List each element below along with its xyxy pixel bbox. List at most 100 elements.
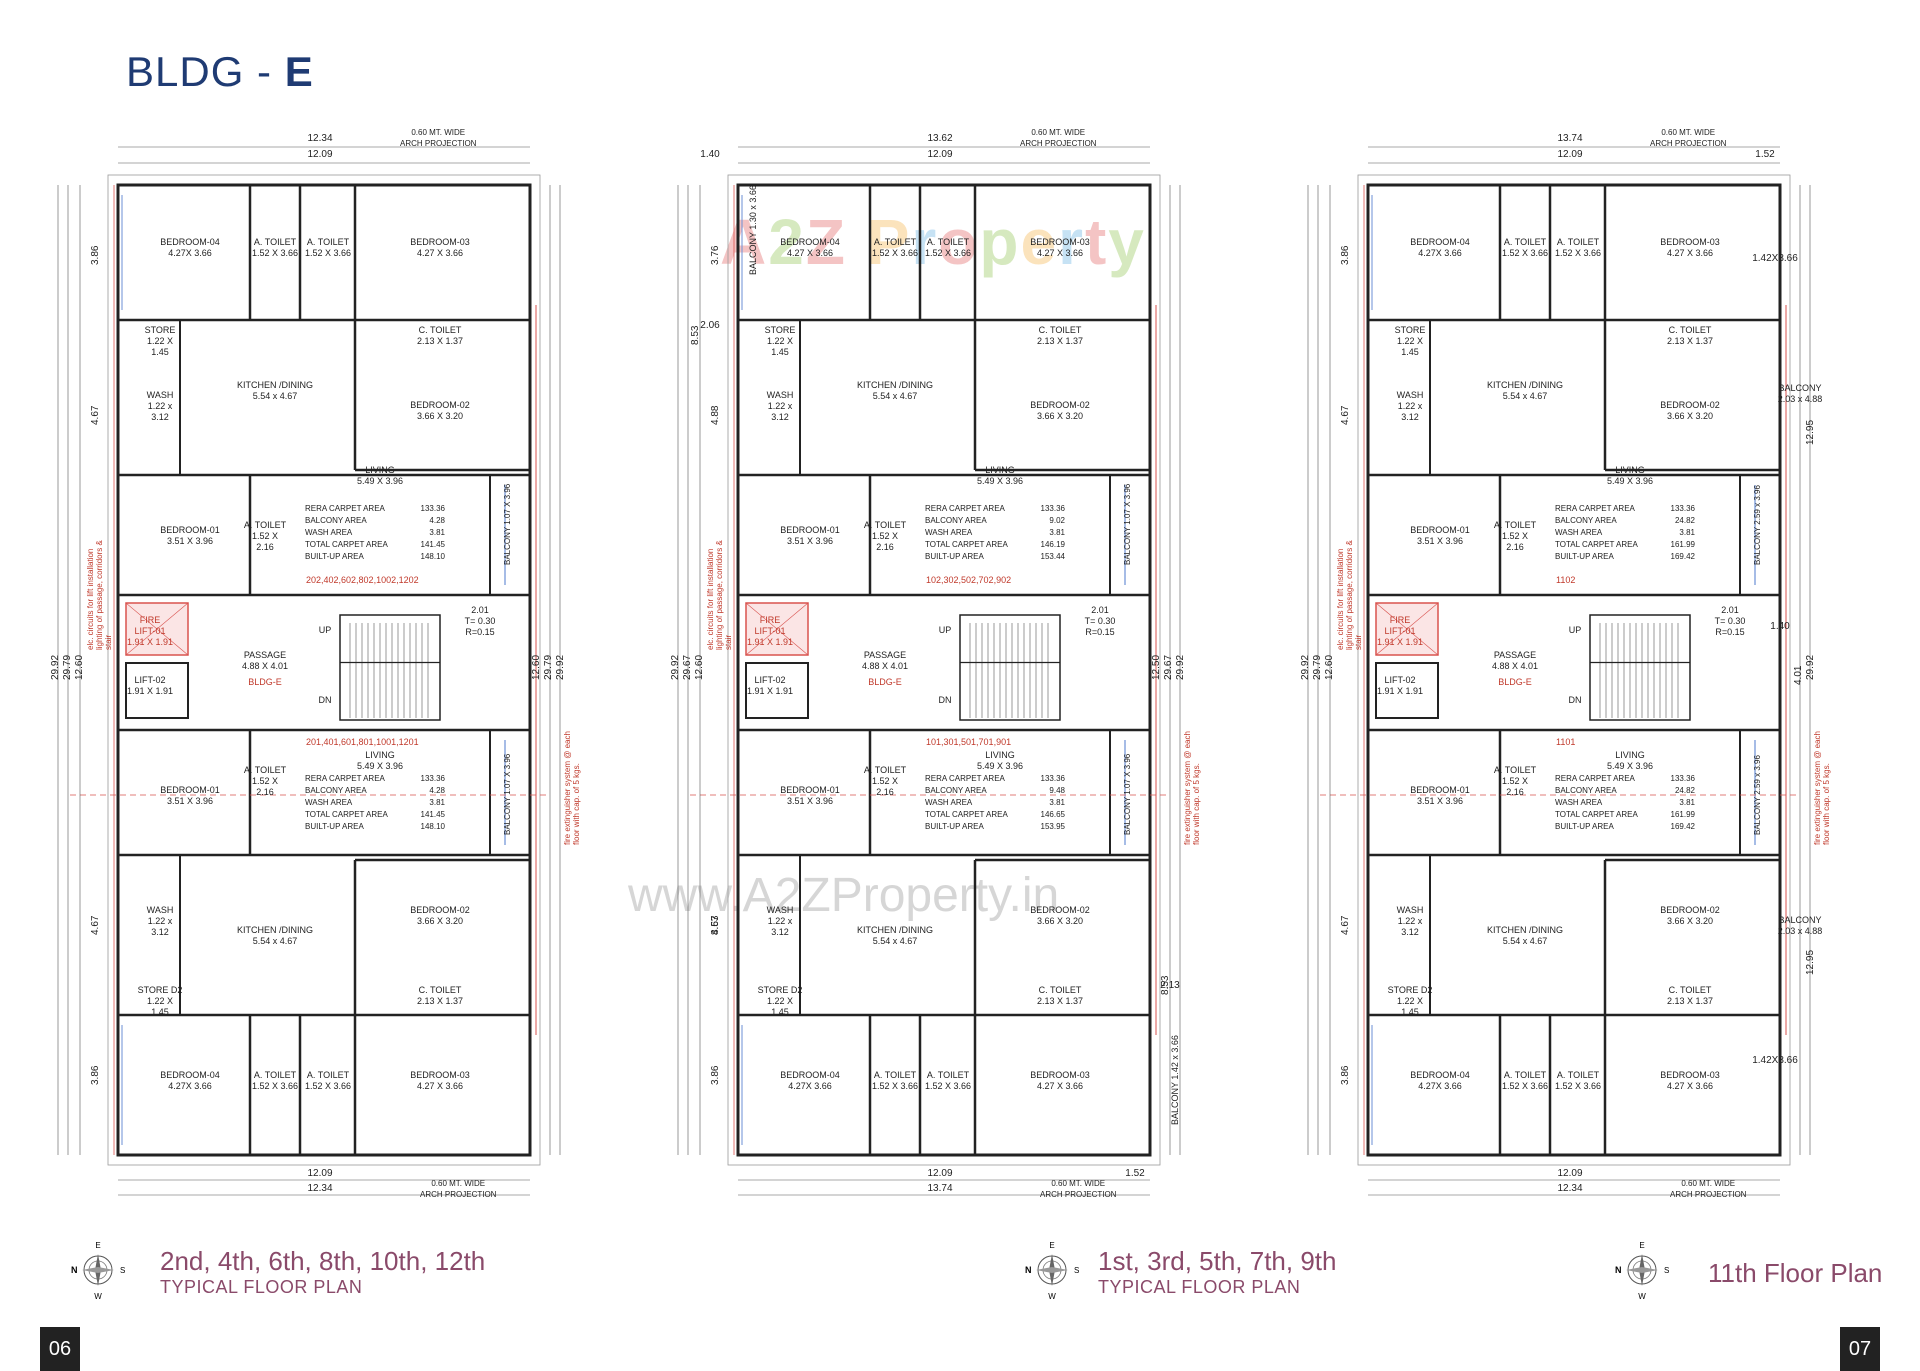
dim-right-inner: 12.50 bbox=[1151, 654, 1162, 680]
dim-row-2: 4.67 bbox=[90, 405, 101, 425]
room-balcony-lower: BALCONY 1.07 X 3.96 bbox=[503, 753, 512, 835]
dim-right-core: 4.01 bbox=[1793, 665, 1804, 685]
area-label: BALCONY AREA bbox=[925, 516, 987, 525]
compass-s: S bbox=[1074, 1266, 1079, 1275]
area-label: WASH AREA bbox=[925, 798, 973, 807]
room-balcony-lower: BALCONY 2.59 x 3.96 bbox=[1753, 755, 1762, 835]
dim-left-inner: 12.60 bbox=[694, 654, 705, 680]
area-value: 133.36 bbox=[1040, 504, 1065, 513]
balcony-small-size-lower: 1.42X3.66 bbox=[1752, 1055, 1798, 1066]
dim-left-mid: 29.67 bbox=[682, 654, 693, 680]
dim-row-4: 3.86 bbox=[90, 1065, 101, 1085]
area-label: RERA CARPET AREA bbox=[925, 504, 1005, 513]
area-value: 133.36 bbox=[1040, 774, 1065, 783]
area-label: WASH AREA bbox=[305, 528, 353, 537]
stair-dn: DN bbox=[938, 695, 952, 705]
area-label: TOTAL CARPET AREA bbox=[1555, 810, 1638, 819]
area-value: 3.81 bbox=[429, 798, 445, 807]
area-value: 3.81 bbox=[1049, 798, 1065, 807]
room-balcony: BALCONY 1.07 X 3.96 bbox=[1123, 483, 1132, 565]
arch-note-line: 0.60 MT. WIDE bbox=[1031, 128, 1086, 137]
dim-stair-gap: 1.40 bbox=[1770, 621, 1790, 632]
area-value: 169.42 bbox=[1670, 822, 1695, 831]
compass-icon: E W N S bbox=[1612, 1240, 1672, 1301]
area-label: BALCONY AREA bbox=[925, 786, 987, 795]
compass-s: S bbox=[120, 1266, 125, 1275]
area-row: BUILT-UP AREA 169.42 bbox=[1555, 821, 1695, 833]
area-value: 153.95 bbox=[1040, 822, 1065, 831]
note-left: elc. circuits for lift installation ligh… bbox=[706, 540, 733, 650]
dim-left-inner: 12.60 bbox=[74, 654, 85, 680]
area-label: TOTAL CARPET AREA bbox=[305, 810, 388, 819]
dim-left-mid: 29.79 bbox=[1312, 654, 1323, 680]
dim-bottom-right: 1.52 bbox=[1125, 1168, 1145, 1179]
page-number-left: 06 bbox=[40, 1327, 80, 1371]
area-label: TOTAL CARPET AREA bbox=[305, 540, 388, 549]
area-value: 148.10 bbox=[420, 552, 445, 561]
area-label: BUILT-UP AREA bbox=[925, 552, 984, 561]
dim-top-left: 1.40 bbox=[700, 149, 720, 160]
compass-w: W bbox=[94, 1292, 102, 1300]
compass-w: W bbox=[1638, 1292, 1646, 1300]
caption-plan-2-subtitle: TYPICAL FLOOR PLAN bbox=[1098, 1277, 1301, 1297]
area-value: 141.45 bbox=[420, 810, 445, 819]
caption-plan-3: 11th Floor Plan bbox=[1708, 1258, 1882, 1289]
compass-n: N bbox=[1615, 1265, 1622, 1275]
dim-row-4: 3.86 bbox=[1340, 1065, 1351, 1085]
compass-s: S bbox=[1664, 1266, 1669, 1275]
dim-right-mid: 29.79 bbox=[543, 654, 554, 680]
area-value: 133.36 bbox=[1670, 504, 1695, 513]
bldg-label: BLDG-E bbox=[1498, 677, 1532, 687]
caption-plan-3-title: 11th Floor Plan bbox=[1708, 1258, 1883, 1288]
dim-right-mid: 29.67 bbox=[1163, 654, 1174, 680]
dim-row-2: 4.88 bbox=[710, 405, 721, 425]
room-balcony: BALCONY 2.59 x 3.96 bbox=[1753, 485, 1762, 565]
area-label: WASH AREA bbox=[925, 528, 973, 537]
note-right: fire extinguisher system @ each floor wi… bbox=[1183, 731, 1201, 845]
bldg-label: BLDG-E bbox=[248, 677, 282, 687]
dim-row-1: 3.86 bbox=[90, 245, 101, 265]
dim-top-inner: 12.09 bbox=[307, 149, 333, 160]
area-label: BUILT-UP AREA bbox=[1555, 822, 1614, 831]
stair-dn: DN bbox=[1568, 695, 1582, 705]
watermark-logo: A2Z Property bbox=[720, 206, 1146, 278]
dim-row-2: 4.67 bbox=[1340, 405, 1351, 425]
dim-row-1: 3.76 bbox=[710, 245, 721, 265]
